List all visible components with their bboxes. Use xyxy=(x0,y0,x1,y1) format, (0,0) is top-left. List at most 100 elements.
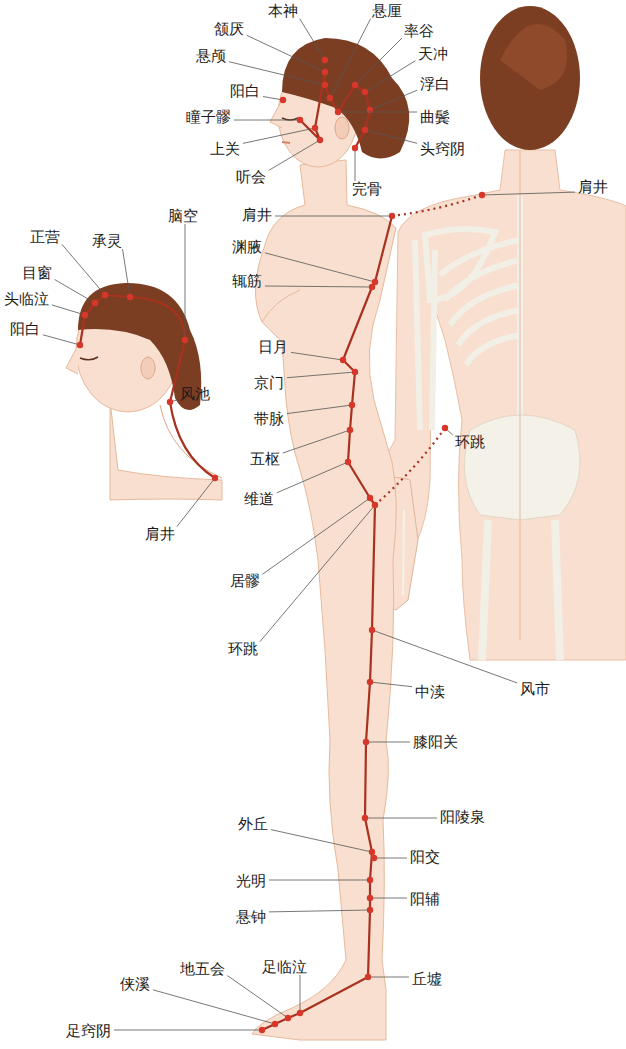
leader-line xyxy=(300,975,301,1013)
acupoint-dot xyxy=(322,57,328,63)
acupoint-dot xyxy=(371,855,377,861)
acupoint-dot xyxy=(182,337,188,343)
point-label: 脑空 xyxy=(168,207,198,225)
leader-line xyxy=(370,90,417,110)
acupoint-dot xyxy=(347,427,353,433)
spine-line xyxy=(520,150,521,640)
point-label: 侠溪 xyxy=(120,975,150,993)
leader-line xyxy=(234,120,300,121)
leader-line xyxy=(277,462,348,493)
leader-line xyxy=(52,305,85,315)
leader-line xyxy=(55,280,95,304)
back-legs xyxy=(482,520,560,660)
acupoint-dot xyxy=(363,739,369,745)
acupoint-dot xyxy=(389,213,395,219)
point-label: 悬厘 xyxy=(372,2,402,20)
point-label: 悬钟 xyxy=(236,908,266,926)
acupoint-dot xyxy=(340,357,346,363)
back-head-hair xyxy=(480,6,580,150)
inset-nose xyxy=(66,345,78,374)
point-label: 曲鬓 xyxy=(420,108,450,126)
acupoint-dot xyxy=(369,284,375,290)
leader-line xyxy=(153,990,275,1024)
leader-line xyxy=(482,192,575,195)
point-label: 膝阳关 xyxy=(413,733,458,751)
leader-line xyxy=(228,976,289,1018)
acupoint-dot xyxy=(77,342,83,348)
main-lips xyxy=(282,142,290,143)
point-label: 承灵 xyxy=(92,232,122,250)
leader-line xyxy=(229,62,325,85)
point-label: 头临泣 xyxy=(4,290,49,308)
leader-line xyxy=(374,858,407,859)
acupoint-dot xyxy=(167,399,173,405)
acupoint-dot xyxy=(345,459,351,465)
point-label: 正营 xyxy=(30,228,60,246)
point-label: 阳白 xyxy=(10,320,40,338)
main-hair xyxy=(282,38,409,159)
leader-line xyxy=(185,224,186,340)
acupoint-dot xyxy=(335,109,341,115)
inset-meridian xyxy=(80,295,215,478)
acupoint-dot xyxy=(322,69,328,75)
leader-line xyxy=(123,249,131,297)
meridian xyxy=(80,72,482,1030)
acupoint-dot xyxy=(212,475,218,481)
acupoint-dot xyxy=(479,192,485,198)
acupoint-dot xyxy=(367,907,373,913)
acupoint-dot xyxy=(317,137,323,143)
back-hair-bun xyxy=(500,24,567,90)
leader-line xyxy=(243,128,315,143)
point-label: 肩井 xyxy=(578,178,608,196)
acupoint-dot xyxy=(365,974,371,980)
point-label: 地五会 xyxy=(180,960,225,978)
acupoint-dot xyxy=(369,627,375,633)
point-label: 阳辅 xyxy=(410,890,440,908)
point-label: 足临泣 xyxy=(262,958,307,976)
point-label: 完骨 xyxy=(352,180,382,198)
point-label: 颔厌 xyxy=(214,20,244,38)
point-label: 肩井 xyxy=(242,206,272,224)
inset-eye xyxy=(80,357,98,360)
acupoint-dot xyxy=(349,402,355,408)
leader-line xyxy=(260,505,375,642)
point-label: 渊腋 xyxy=(232,238,262,256)
point-label: 风池 xyxy=(180,385,210,403)
point-label: 日月 xyxy=(258,338,288,356)
leader-line xyxy=(265,286,372,287)
point-label: 京门 xyxy=(254,374,284,392)
leader-line xyxy=(338,112,417,113)
back-pelvis xyxy=(464,415,580,520)
point-label: 丘墟 xyxy=(412,970,442,988)
main-nose xyxy=(270,100,282,128)
leader-line xyxy=(265,253,375,282)
acupoint-dot xyxy=(367,495,373,501)
acupoint-dot xyxy=(442,425,448,431)
inset-neck-line xyxy=(160,405,222,478)
point-label: 光明 xyxy=(236,872,266,890)
acupoint-dot xyxy=(352,82,358,88)
acupoint-dot xyxy=(362,127,368,133)
point-label: 上关 xyxy=(210,140,240,158)
breast xyxy=(262,290,300,322)
point-label: 辄筋 xyxy=(232,272,262,290)
acupoint-dot xyxy=(322,82,328,88)
leader-line xyxy=(275,216,392,217)
leader-line xyxy=(269,140,320,171)
point-label: 目窗 xyxy=(22,264,52,282)
point-label: 浮白 xyxy=(420,75,450,93)
leader-line xyxy=(365,61,416,92)
point-label: 天冲 xyxy=(418,45,448,63)
acupoint-dot xyxy=(312,125,318,131)
leader-line xyxy=(300,19,325,60)
acupoint-dot xyxy=(372,502,378,508)
acupoint-dot xyxy=(297,117,303,123)
leader-line xyxy=(370,898,407,899)
main-figure xyxy=(252,38,409,1040)
acupoint-dot xyxy=(259,1027,265,1033)
inset-ear xyxy=(141,357,155,379)
leader-line xyxy=(366,742,410,743)
acupoint-dot xyxy=(362,89,368,95)
